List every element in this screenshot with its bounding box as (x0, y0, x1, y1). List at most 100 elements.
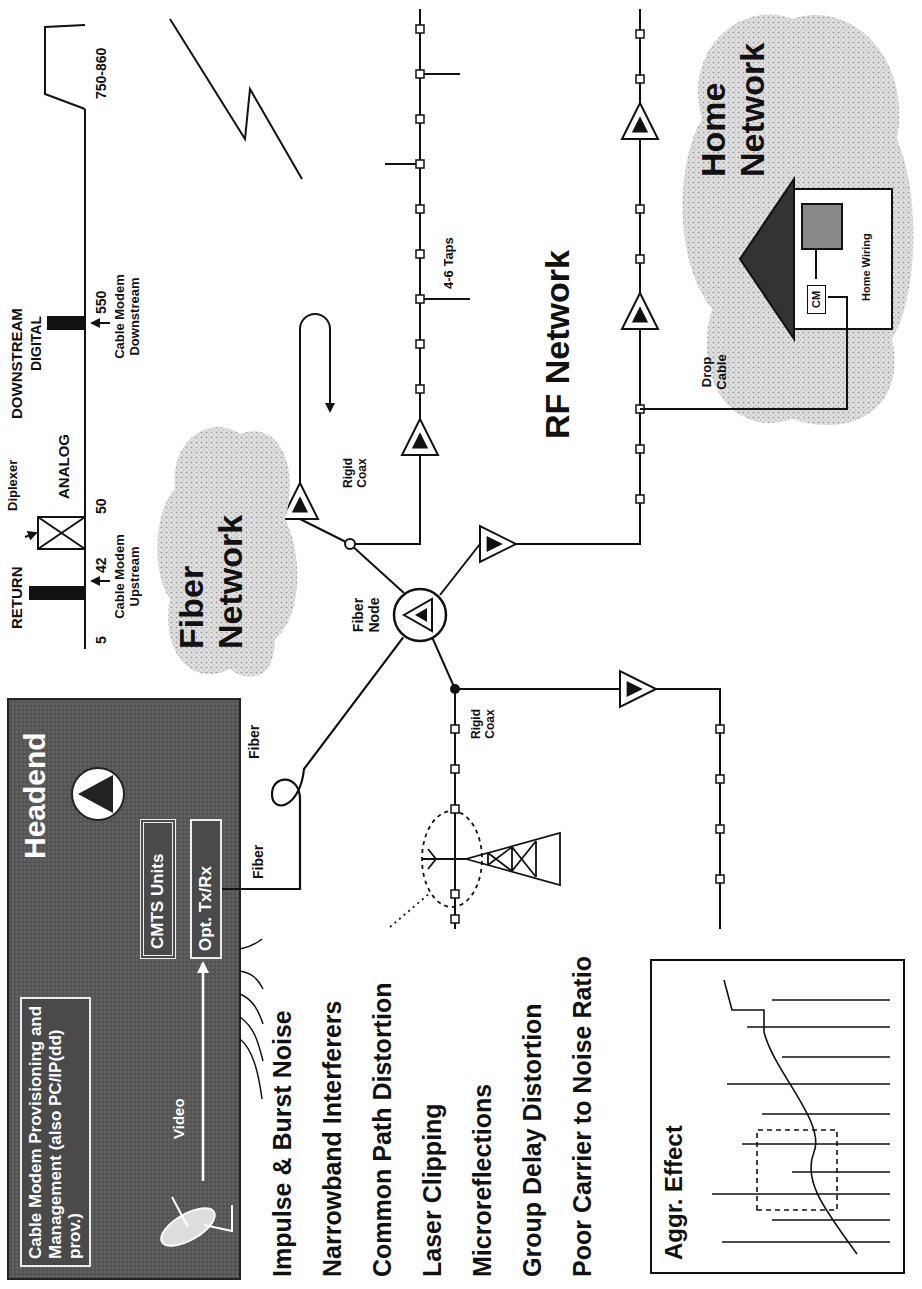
diagram-label: ANALOG (55, 434, 72, 499)
drawing-stroke (432, 637, 455, 929)
drawing-stroke (240, 994, 263, 1024)
diagram-label: Video (170, 1098, 187, 1139)
drawing-stroke (38, 517, 85, 549)
drawing-stroke (620, 671, 656, 707)
drawing-stroke (712, 980, 890, 1254)
drawing-stroke (762, 1113, 890, 1115)
drawing-stroke (240, 939, 263, 1099)
drawing-stroke (300, 314, 330, 483)
drawing-stroke (416, 25, 424, 33)
diagram-label: DIGITAL (28, 316, 44, 371)
drawing-stroke (632, 116, 648, 132)
drawing-stroke (656, 689, 720, 929)
drawing-stroke (792, 189, 892, 329)
diagram-label: 5 (93, 636, 109, 644)
drawing-stroke (716, 725, 724, 733)
drawing-stroke (8, 699, 240, 1279)
drawing-stroke (416, 160, 424, 168)
drawing-stroke (792, 1171, 890, 1173)
diagram-label: RETURN (8, 567, 25, 630)
drawing-stroke (455, 688, 620, 690)
impairment-item: Poor Carrier to Noise Ratio (568, 956, 597, 1277)
component-box: CM (807, 285, 826, 314)
drawing-stroke (636, 445, 644, 453)
drawing-stroke (292, 496, 308, 512)
drawing-stroke (30, 587, 85, 599)
drawing-stroke (38, 517, 85, 549)
node-text: CMTS Units (148, 829, 168, 949)
drawing-stroke (440, 544, 480, 595)
drawing-stroke (772, 999, 890, 1001)
drawing-stroke (25, 533, 36, 537)
drawing-stroke (716, 875, 724, 883)
drawing-stroke (451, 890, 459, 898)
drawing-stroke (622, 103, 658, 139)
drawing-stroke (84, 109, 86, 649)
drawing-stroke (412, 432, 428, 448)
component-box: Cable Modem Provisioning and Management … (20, 997, 91, 1267)
drawing-stroke (240, 971, 263, 989)
drawing-stroke (451, 765, 459, 773)
drawing-stroke (420, 298, 470, 300)
shape-outline (392, 587, 448, 643)
drawing-stroke (451, 725, 459, 733)
drawing-stroke (38, 517, 85, 549)
drawing-stroke (48, 317, 85, 329)
network-cloud: Fiber Network (150, 419, 300, 689)
drawing-stroke (390, 811, 560, 927)
drawing-stroke (45, 25, 85, 109)
drawing-stroke (204, 1205, 232, 1231)
drawing-stroke (622, 293, 658, 329)
fiber-node-circle: Fiber Node (392, 587, 448, 643)
impairment-item: Narrowband Interferers (318, 1001, 347, 1277)
drawing-stroke (240, 939, 262, 949)
diagram-label: Home Wiring (860, 233, 873, 301)
impairment-item: Group Delay Distortion (518, 1003, 547, 1277)
node-text: Cable Modem Provisioning and Management … (26, 1005, 85, 1259)
drawing-stroke (636, 75, 644, 83)
drawing-stroke (202, 963, 205, 1181)
drawing-stroke (636, 495, 644, 503)
drawing-stroke (416, 250, 424, 258)
shape-outline (652, 961, 903, 1272)
drawing-stroke (170, 19, 302, 179)
drawing-stroke (157, 427, 297, 677)
drawing-stroke (772, 1219, 890, 1221)
drawing-stroke (416, 385, 424, 393)
drawing-stroke (72, 768, 124, 820)
drawing-stroke (716, 825, 724, 833)
drawing-stroke (300, 519, 350, 544)
diagram-label: 4-6 Taps (442, 237, 457, 289)
drawing-stroke (724, 980, 857, 1254)
drawing-stroke (722, 1241, 890, 1243)
diagram-label: DOWNSTREAM (8, 308, 25, 419)
drawing-stroke (350, 544, 404, 593)
drawing-stroke (416, 295, 424, 303)
diagram-label: Cable Modem Downstream (113, 244, 143, 389)
drawing-stroke (636, 255, 644, 263)
drawing-stroke (416, 70, 424, 78)
drawing-stroke (394, 589, 446, 641)
drawing-stroke (627, 681, 643, 697)
drawing-stroke (385, 163, 420, 165)
node-text: Headend (18, 732, 53, 859)
component-box: CMTS Units (140, 819, 176, 959)
diagram-label: Drop Cable (700, 343, 730, 401)
drawing-stroke (480, 526, 516, 562)
drawing-stroke (78, 775, 113, 813)
drawing-stroke (422, 858, 468, 860)
node-text: Aggr. Effect (660, 1125, 688, 1260)
drawing-stroke (345, 539, 355, 549)
drawing-stroke (416, 340, 424, 348)
drawing-stroke (740, 179, 794, 339)
drawing-stroke (828, 297, 847, 329)
drawing-stroke (25, 25, 110, 649)
drawing-stroke (712, 1193, 890, 1195)
drawing-stroke (487, 536, 503, 552)
drawing-stroke (451, 805, 459, 813)
drawing-stroke (640, 329, 847, 409)
drawing-stroke (300, 9, 720, 929)
diagram-label: 42 (93, 557, 109, 573)
drawing-stroke (747, 1026, 890, 1028)
